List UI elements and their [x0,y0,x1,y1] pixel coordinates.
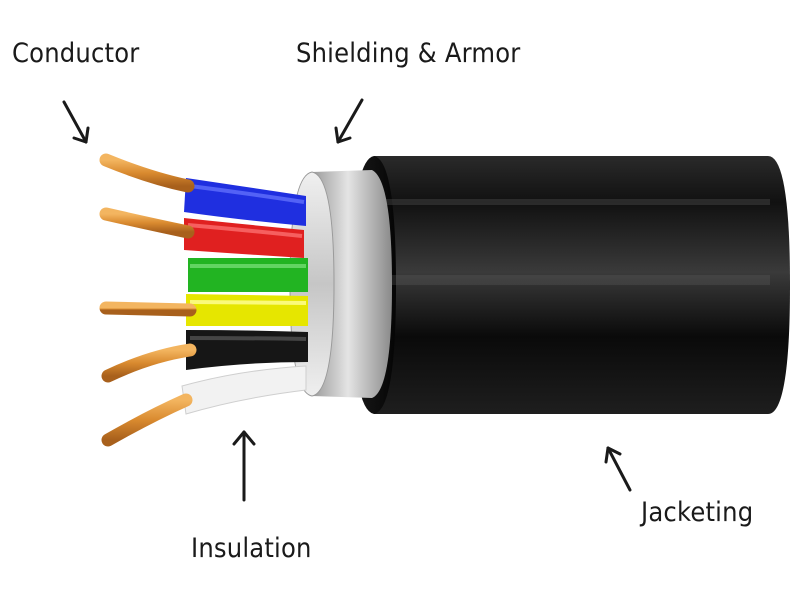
conductor-6 [101,393,193,447]
arrow-insulation [232,430,256,502]
conductor-1 [99,153,195,193]
conductor-4 [99,301,197,317]
wire-black [186,330,308,370]
wire-yellow [186,294,308,326]
jacket-tube [352,156,790,414]
arrow-conductor [62,100,90,144]
copper-conductors [99,153,197,447]
wire-green [188,258,308,292]
wire-blue [184,178,306,226]
conductor-2 [99,207,195,239]
conductor-label: Conductor [12,38,140,69]
insulation-label: Insulation [191,533,312,564]
wire-white [181,365,307,415]
conductor-5 [101,343,197,383]
arrow-shielding [334,98,364,144]
jacketing-label: Jacketing [641,497,754,528]
insulated-wires [181,178,308,415]
arrow-jacketing [604,446,632,492]
shielding-armor-label: Shielding & Armor [296,38,521,69]
